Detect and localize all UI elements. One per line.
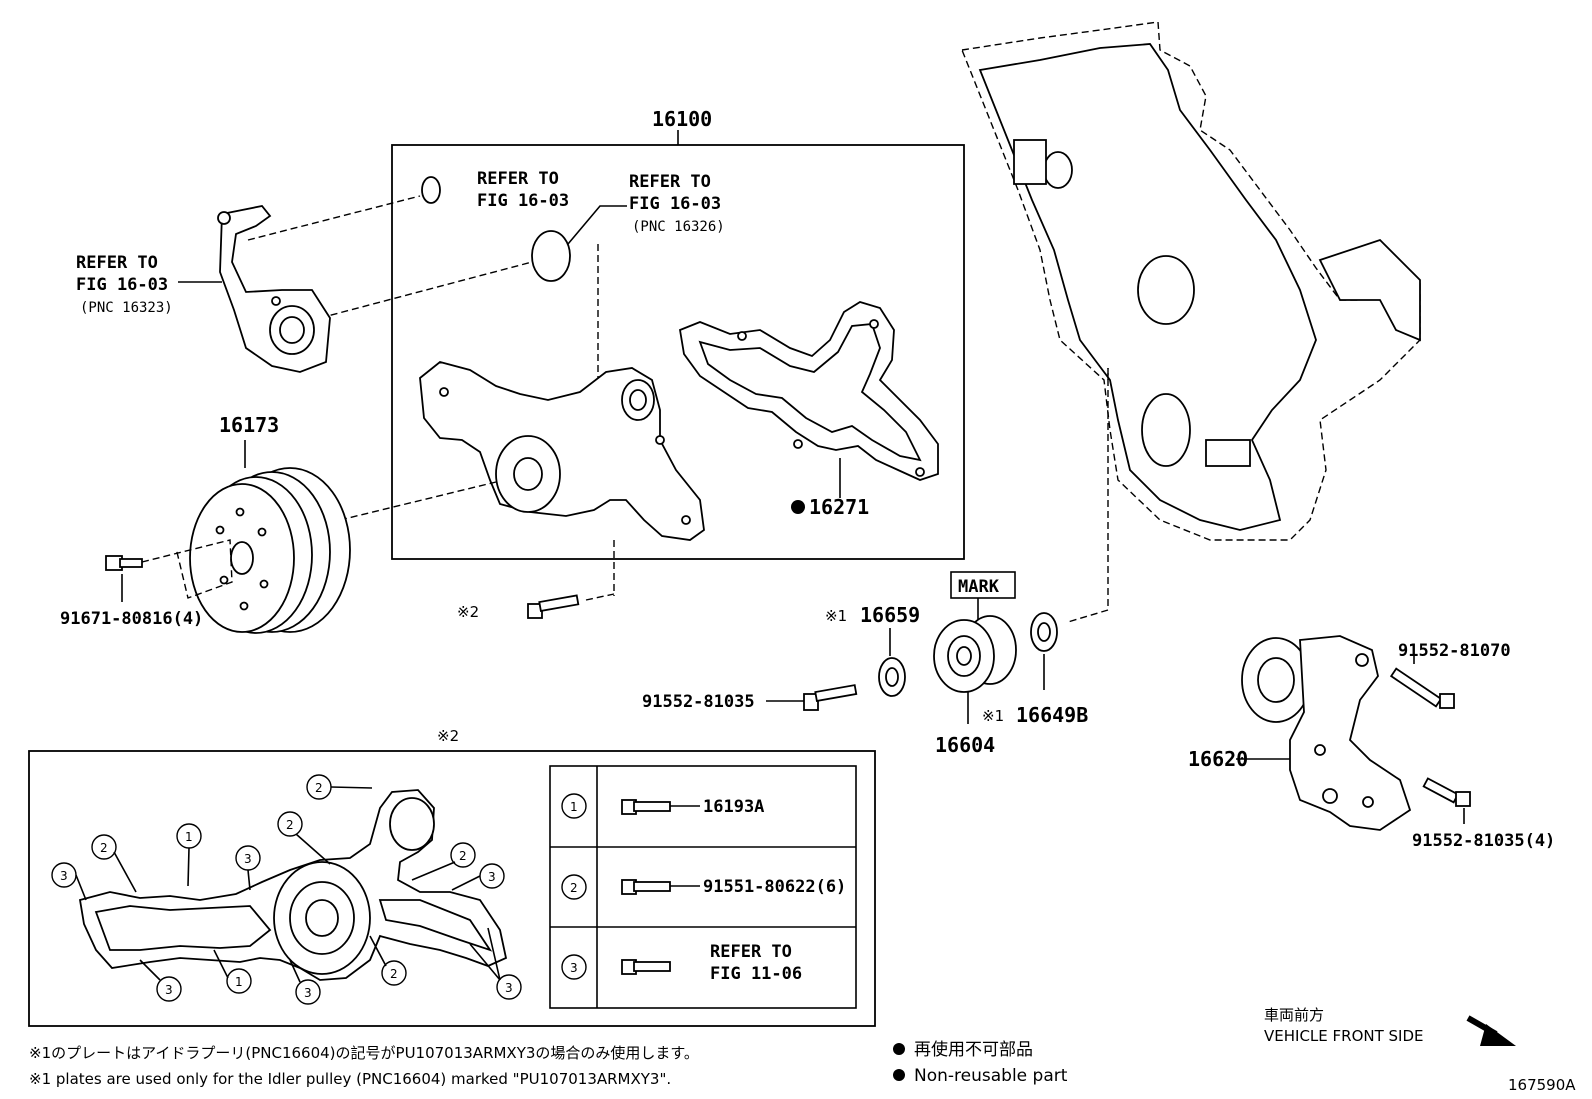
svg-text:3: 3 xyxy=(165,983,173,997)
idler-16604-label: 16604 xyxy=(935,733,995,757)
plate-16659-label: 16659 xyxy=(860,603,920,627)
legend-num-1: 1 xyxy=(570,800,578,814)
callout-3: 3 xyxy=(295,979,321,1005)
callout-3: 3 xyxy=(235,845,261,871)
bolt-91552-81070-label: 91552-81070 xyxy=(1398,641,1511,661)
nonreusable-en: Non-reusable part xyxy=(914,1066,1068,1086)
legend-table xyxy=(549,765,857,1009)
callout-2: 2 xyxy=(450,842,476,868)
footnote-jp: ※1のプレートはアイドラプーリ(PNC16604)の記号がPU107013ARM… xyxy=(29,1044,699,1062)
nonreusable-dot-16271 xyxy=(791,500,805,514)
mark-box xyxy=(950,571,1016,599)
svg-text:3: 3 xyxy=(244,852,252,866)
front-arrow-icon xyxy=(1466,1015,1516,1046)
bolt-91552-81035-label: 91552-81035 xyxy=(642,692,755,712)
bolt-91552-81035 xyxy=(803,684,858,711)
tensioner-16620 xyxy=(1241,635,1412,831)
refer-label-top1-line1: REFER TO xyxy=(477,169,559,189)
assembly-16100-label: 16100 xyxy=(652,107,712,131)
water-pump xyxy=(419,361,705,541)
o-ring-large xyxy=(531,230,571,282)
footnote-en: ※1 plates are used only for the Idler pu… xyxy=(29,1070,671,1088)
bolt-91552-81070 xyxy=(1389,667,1455,709)
bolt-91671-label: 91671-80816(4) xyxy=(60,609,203,629)
callout-1: 1 xyxy=(176,823,202,849)
tensioner-16620-label: 16620 xyxy=(1188,747,1248,771)
callout-3: 3 xyxy=(479,863,505,889)
callout-3: 3 xyxy=(156,976,182,1002)
svg-text:2: 2 xyxy=(100,841,108,855)
detail-pump-outline xyxy=(78,789,508,981)
callout-2: 2 xyxy=(91,834,117,860)
detail-callouts: 3 2 1 3 2 2 2 3 3 1 3 2 3 xyxy=(51,774,522,1005)
callout-2: 2 xyxy=(277,811,303,837)
pulley-16173-label: 16173 xyxy=(219,413,279,437)
diagram-id: 167590A xyxy=(1508,1076,1576,1094)
plate-16649b-mark: ※1 xyxy=(982,707,1004,725)
inlet-housing xyxy=(217,205,331,373)
bolt-91552-81035-4-label: 91552-81035(4) xyxy=(1412,831,1555,851)
nonreusable-jp: 再使用不可部品 xyxy=(914,1039,1033,1060)
mark2-box-label: ※2 xyxy=(437,727,459,745)
svg-text:1: 1 xyxy=(235,975,243,989)
callout-2: 2 xyxy=(306,774,332,800)
svg-text:3: 3 xyxy=(505,981,513,995)
legend-num-3: 3 xyxy=(570,961,578,975)
nonreusable-dot-legend-1 xyxy=(893,1043,905,1055)
timing-cover xyxy=(961,21,1421,541)
pulley-16173 xyxy=(189,467,351,634)
mark-label: MARK xyxy=(958,577,1000,597)
legend-row-1: 1 16193A xyxy=(561,793,764,819)
nonreusable-dot-legend-2 xyxy=(893,1069,905,1081)
callout-3: 3 xyxy=(496,974,522,1000)
plate-16649b xyxy=(1030,612,1058,652)
bolt-mark2 xyxy=(527,594,580,619)
callout-1: 1 xyxy=(226,968,252,994)
legend-row-3: 3 REFER TO FIG 11-06 xyxy=(561,942,802,984)
svg-text:1: 1 xyxy=(185,830,193,844)
gasket-16271 xyxy=(678,301,939,481)
refer-label-top1-line2: FIG 16-03 xyxy=(477,191,569,211)
refer-label-top2-line3: (PNC 16326) xyxy=(632,219,725,235)
legend-row-2: 2 91551-80622(6) xyxy=(561,874,846,900)
mark2-bolt-label: ※2 xyxy=(457,603,479,621)
bolt-91552-81035-4 xyxy=(1422,777,1471,807)
svg-text:2: 2 xyxy=(315,781,323,795)
front-side-en: VEHICLE FRONT SIDE xyxy=(1264,1027,1424,1045)
legend-num-2: 2 xyxy=(570,881,578,895)
refer-label-top2-line2: FIG 16-03 xyxy=(629,194,721,214)
svg-text:2: 2 xyxy=(286,818,294,832)
plate-16649b-label: 16649B xyxy=(1016,703,1088,727)
callout-3: 3 xyxy=(51,862,77,888)
o-ring-small xyxy=(421,176,441,204)
bolt-91671 xyxy=(105,555,143,571)
svg-text:3: 3 xyxy=(60,869,68,883)
gasket-16271-label: 16271 xyxy=(809,495,869,519)
svg-text:3: 3 xyxy=(304,986,312,1000)
front-side-jp: 車両前方 xyxy=(1264,1006,1324,1024)
refer-label-top2-line1: REFER TO xyxy=(629,172,711,192)
refer-label-left-line2: FIG 16-03 xyxy=(76,275,168,295)
plate-16659-mark: ※1 xyxy=(825,607,847,625)
svg-text:2: 2 xyxy=(459,849,467,863)
plate-16659 xyxy=(878,657,906,697)
detail-box xyxy=(28,750,876,1027)
svg-text:3: 3 xyxy=(488,870,496,884)
callout-2: 2 xyxy=(381,960,407,986)
legend-part-3-line2: FIG 11-06 xyxy=(710,964,802,984)
idler-pulley-16604 xyxy=(933,615,1017,693)
legend-part-2: 91551-80622(6) xyxy=(703,877,846,897)
refer-label-left-line1: REFER TO xyxy=(76,253,158,273)
legend-part-1: 16193A xyxy=(703,797,764,817)
refer-label-left-line3: (PNC 16323) xyxy=(80,300,173,316)
svg-text:2: 2 xyxy=(390,967,398,981)
legend-part-3-line1: REFER TO xyxy=(710,942,792,962)
